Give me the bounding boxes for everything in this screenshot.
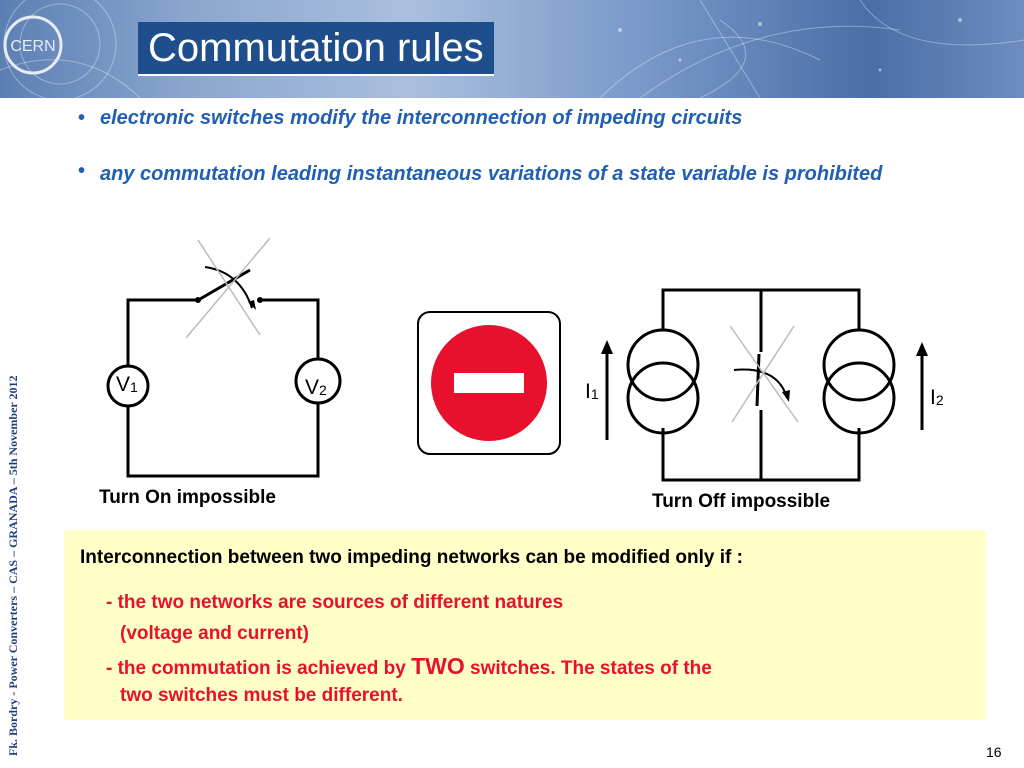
right-circuit xyxy=(626,288,896,482)
caption-turn-on: Turn On impossible xyxy=(99,487,276,508)
v1-label: V1 xyxy=(116,373,138,396)
v2-label: V2 xyxy=(305,376,327,399)
rule-2-emphasis: TWO xyxy=(411,653,465,679)
cern-logo: CERN xyxy=(3,15,63,75)
bullet-item-2: • any commutation leading instantaneous … xyxy=(78,160,930,188)
header-background-graphic xyxy=(0,0,1024,98)
left-switch-contacts xyxy=(195,297,263,303)
header-banner: CERN Commutation rules xyxy=(0,0,1024,98)
side-footer-text: Fk. Bordry - Power Converters – CAS – GR… xyxy=(6,375,20,756)
caption-turn-off: Turn Off impossible xyxy=(652,491,831,512)
right-switch-arrow xyxy=(733,368,788,399)
rule-1-line-2: (voltage and current) xyxy=(120,623,309,644)
current-arrows xyxy=(605,352,924,440)
rule-2-line-1: - the commutation is achieved by TWO swi… xyxy=(106,653,712,679)
svg-text:CERN: CERN xyxy=(10,38,55,55)
page-number: 16 xyxy=(986,744,1002,760)
left-cross-out xyxy=(185,237,271,339)
rules-note-box: Interconnection between two impeding net… xyxy=(64,530,986,720)
bullet-symbol: • xyxy=(78,107,86,129)
i1-label: I1 xyxy=(585,380,599,403)
i2-label: I2 xyxy=(930,386,944,409)
rule-2-line-2: two switches must be different. xyxy=(120,685,403,706)
bullet-symbol: • xyxy=(78,160,86,182)
slide-title: Commutation rules xyxy=(138,22,494,76)
bullet-item-1: • electronic switches modify the interco… xyxy=(78,107,930,130)
rule-1-line-1: - the two networks are sources of differ… xyxy=(106,592,564,613)
right-cross-out xyxy=(729,325,799,423)
left-circuit xyxy=(106,268,342,478)
note-heading: Interconnection between two impeding net… xyxy=(80,547,743,568)
bullet-text: any commutation leading instantaneous va… xyxy=(100,163,883,185)
circuit-diagrams xyxy=(106,237,928,482)
bullet-text: electronic switches modify the interconn… xyxy=(100,107,743,129)
